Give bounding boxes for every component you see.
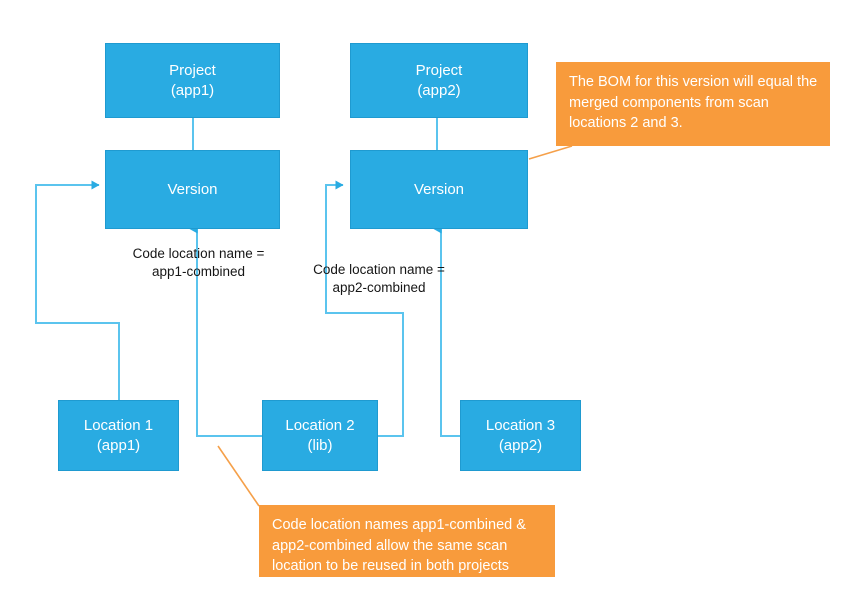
node-project-app2[interactable]: Project (app2) (350, 43, 528, 118)
node-version-app1[interactable]: Version (105, 150, 280, 229)
callout-code-location-reuse: Code location names app1-combined & app2… (259, 505, 555, 577)
node-label-line2: (lib) (307, 436, 333, 454)
node-label-line2: (app2) (417, 81, 461, 99)
node-label-line1: Location 1 (83, 416, 154, 434)
callout-bom-merged-components: The BOM for this version will equal the … (556, 62, 830, 146)
node-label-line2: (app1) (96, 436, 141, 454)
leader-line-reuse-callout (217, 445, 260, 507)
node-location-2[interactable]: Location 2 (lib) (262, 400, 378, 471)
edge-label-app2-combined: Code location name = app2-combined (313, 262, 445, 296)
node-label-line1: Version (413, 180, 465, 198)
node-label-line1: Project (169, 61, 216, 79)
node-location-3[interactable]: Location 3 (app2) (460, 400, 581, 471)
node-label-line1: Version (167, 180, 218, 198)
node-label-line1: Location 3 (485, 416, 556, 434)
leader-line-bom-callout (528, 145, 573, 160)
node-label-line1: Project (415, 61, 463, 79)
edge-label-app1-combined: Code location name = app1-combined (132, 246, 265, 280)
node-label-line2: (app1) (170, 81, 215, 99)
node-location-1[interactable]: Location 1 (app1) (58, 400, 179, 471)
node-project-app1[interactable]: Project (app1) (105, 43, 280, 118)
node-version-app2[interactable]: Version (350, 150, 528, 229)
node-label-line2: (app2) (498, 436, 543, 454)
node-label-line1: Location 2 (285, 416, 355, 434)
